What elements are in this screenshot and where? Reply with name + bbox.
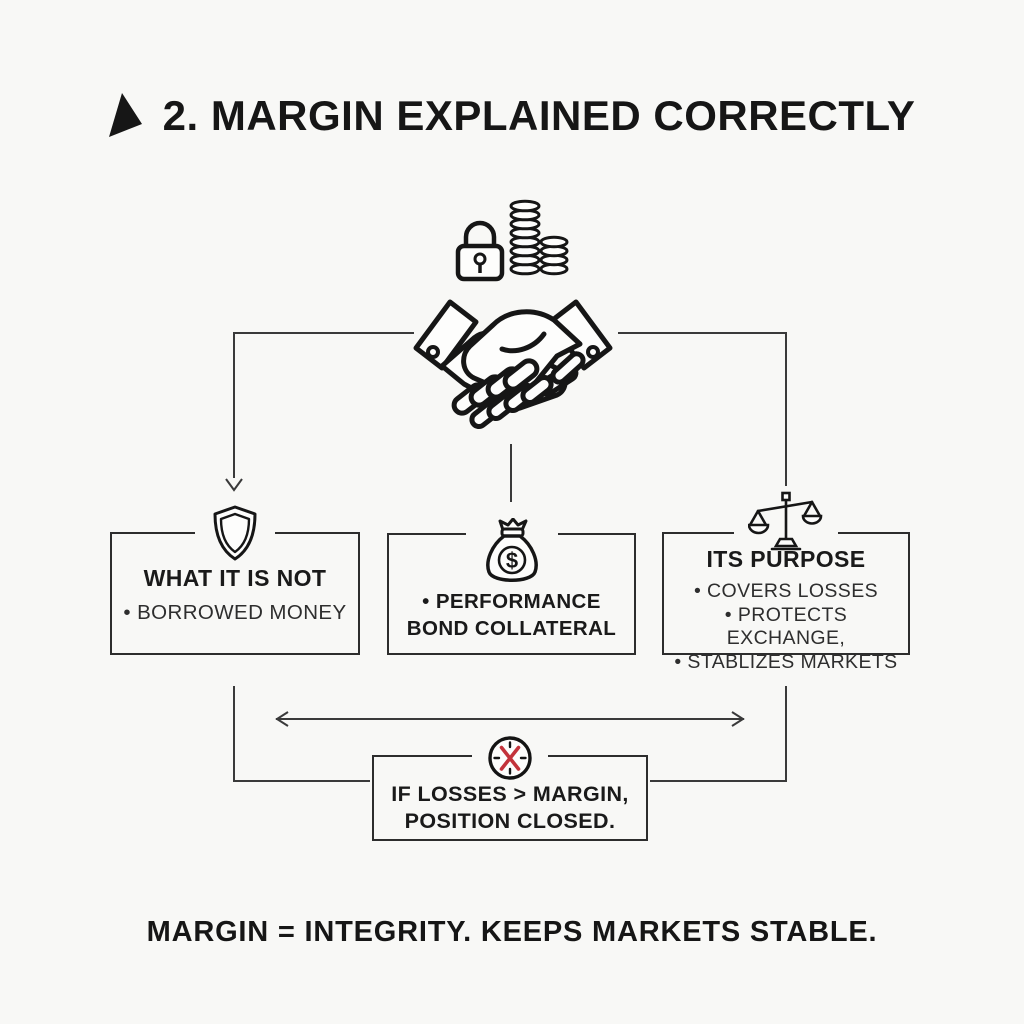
left-cuff [413, 299, 479, 371]
bullet-item: • BORROWED MONEY [123, 601, 347, 624]
arrowhead-right [731, 711, 745, 727]
connector-bottom-left [233, 686, 370, 782]
connector-bottom-right [650, 686, 787, 782]
page-title: 2. MARGIN EXPLAINED CORRECTLY [162, 92, 916, 139]
node-what-it-is-not: WHAT IT IS NOT • BORROWED MONEY [110, 504, 360, 655]
bullet-item: • PROTECTS EXCHANGE, [724, 603, 848, 650]
triangle-icon [108, 93, 142, 137]
x-circle-icon [472, 734, 548, 782]
connector-left [233, 332, 414, 478]
handshake-icon [408, 292, 618, 437]
x-mark [499, 745, 521, 771]
footer-tagline: MARGIN = INTEGRITY. KEEPS MARKETS STABLE… [146, 916, 878, 948]
bullet-item: • STABLIZES MARKETS [674, 650, 898, 673]
dollar-sign: $ [505, 548, 517, 573]
outcome-line-1: IF LOSSES > MARGIN, [391, 782, 629, 806]
node-performance-bond: $ • PERFORMANCE BOND COLLATERAL [387, 518, 636, 655]
connector-right [618, 332, 787, 486]
coin-stacks-icon [509, 199, 569, 276]
node-title: WHAT IT IS NOT [143, 565, 327, 591]
bullet-item: • PERFORMANCE BOND COLLATERAL [406, 590, 617, 640]
arrowhead-left [275, 711, 289, 727]
money-bag-icon: $ [465, 518, 558, 586]
scales-icon [734, 489, 838, 551]
page-title-row: 2. MARGIN EXPLAINED CORRECTLY [0, 92, 1024, 140]
bullet-item: • COVERS LOSSES [693, 580, 879, 602]
secured-assets-icons [450, 196, 575, 301]
padlock-icon [455, 220, 505, 282]
arrowhead-down [225, 478, 243, 492]
node-its-purpose: ITS PURPOSE • COVERS LOSSES • PROTECTS E… [662, 489, 910, 673]
outcome-line-2: POSITION CLOSED. [404, 809, 616, 833]
node-outcome: IF LOSSES > MARGIN, POSITION CLOSED. [372, 734, 648, 841]
shield-icon [195, 504, 275, 562]
